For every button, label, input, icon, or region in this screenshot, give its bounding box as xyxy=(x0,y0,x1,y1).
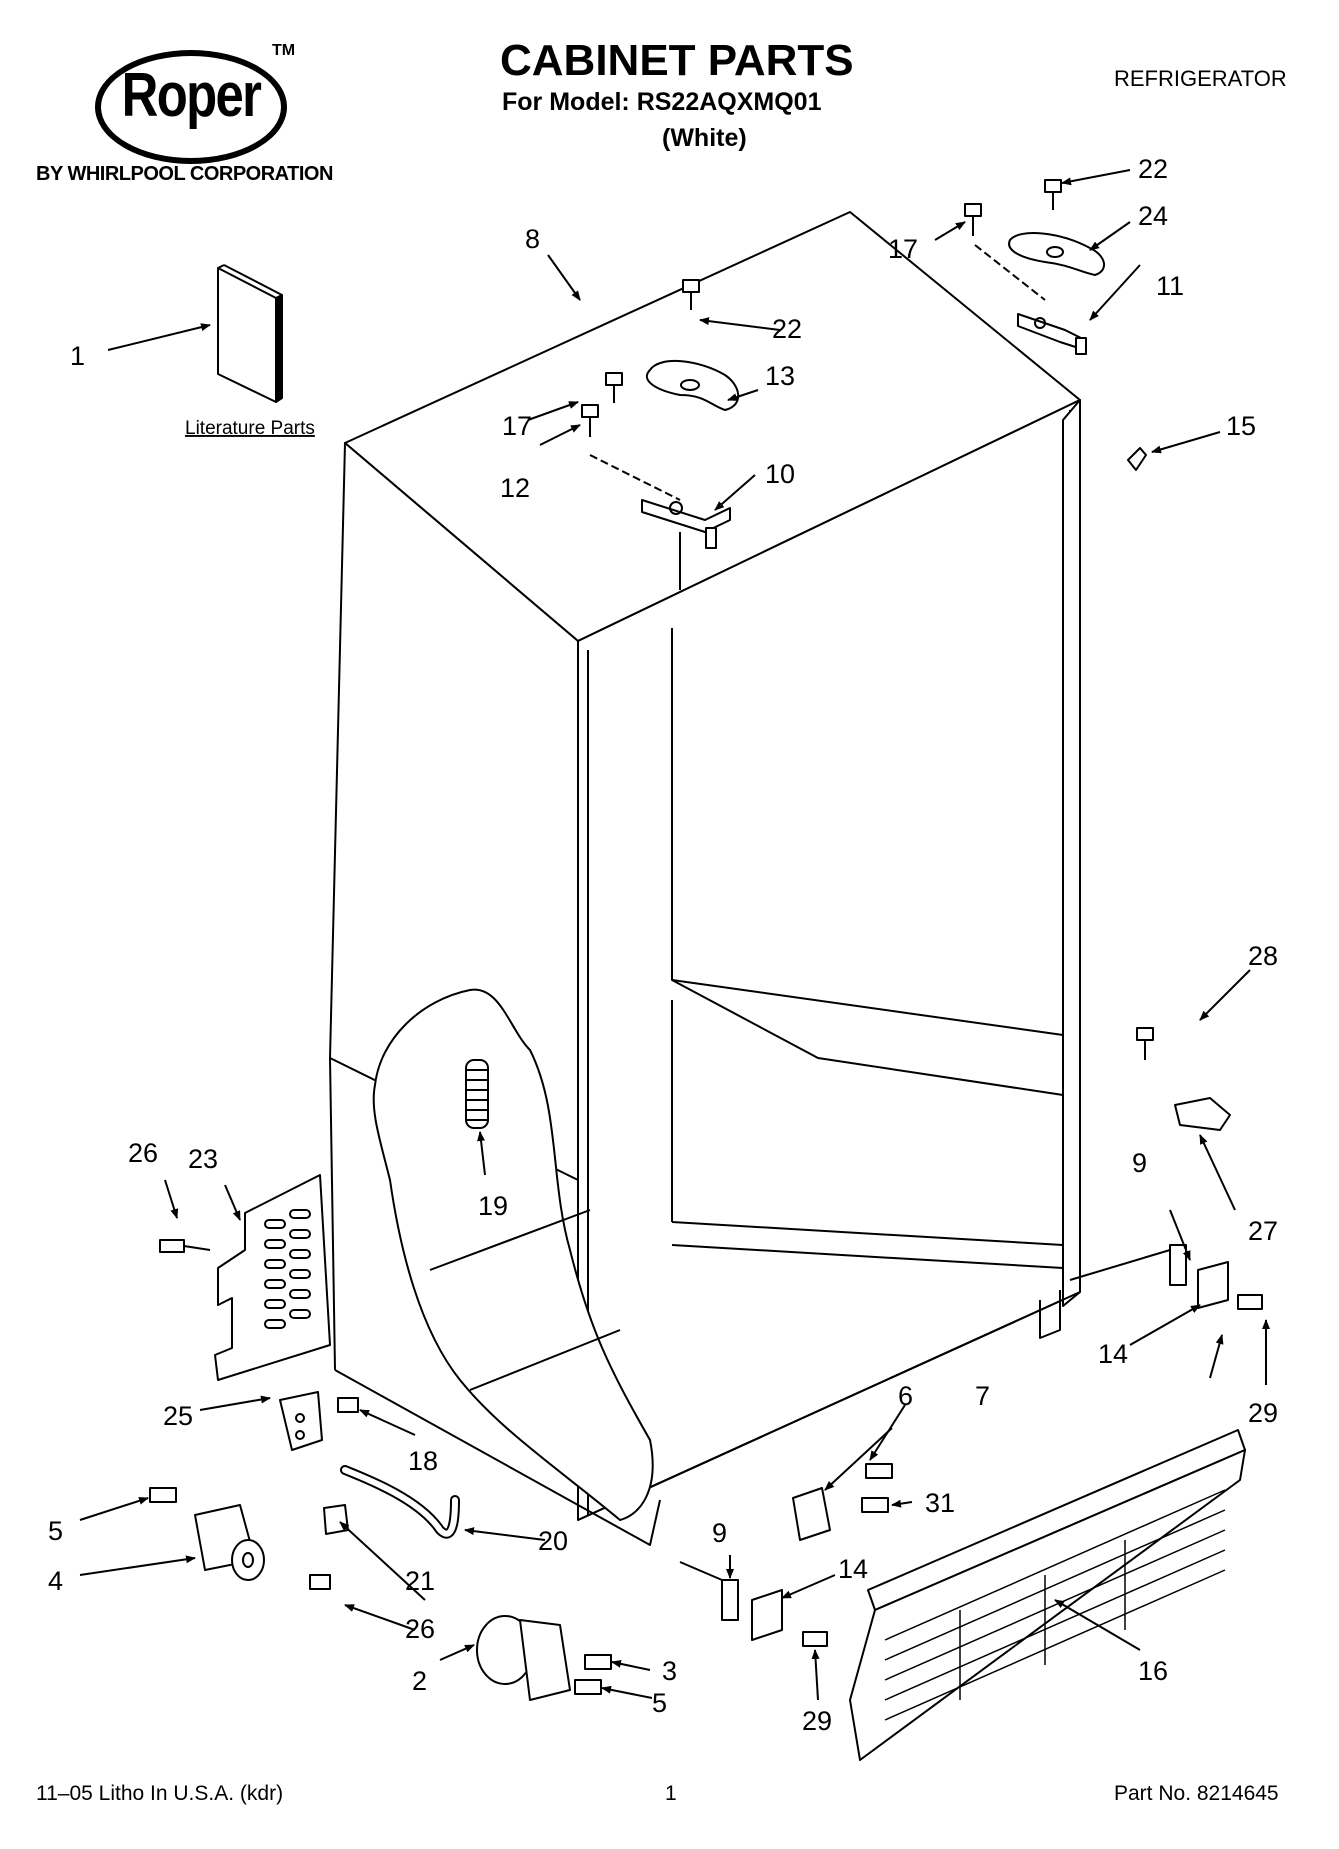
callout-14-right: 14 xyxy=(1098,1339,1128,1369)
callout-17-center: 17 xyxy=(502,411,532,441)
callout-3: 3 xyxy=(662,1656,677,1686)
callout-2: 2 xyxy=(412,1666,427,1696)
bottom-hinge-front xyxy=(476,1615,612,1701)
callout-20: 20 xyxy=(538,1526,568,1556)
callout-16: 16 xyxy=(1138,1656,1168,1686)
leader-lines xyxy=(79,169,1270,1701)
callout-7: 7 xyxy=(975,1381,990,1411)
toe-grille xyxy=(849,1429,1246,1761)
callout-9-bottom: 9 xyxy=(712,1518,727,1548)
callout-31: 31 xyxy=(925,1488,955,1518)
coil-spring xyxy=(465,1059,489,1129)
footer-page-number: 1 xyxy=(665,1782,677,1805)
callout-22-center: 22 xyxy=(772,314,802,344)
callout-4: 4 xyxy=(48,1566,63,1596)
front-bracket xyxy=(792,1463,893,1541)
callout-29-bottom: 29 xyxy=(802,1706,832,1736)
cabinet xyxy=(329,211,1081,1546)
callout-numbers: 1 8 22 13 17 12 10 22 24 17 11 15 28 27 … xyxy=(48,154,1278,1736)
callout-18: 18 xyxy=(408,1446,438,1476)
callout-28: 28 xyxy=(1248,941,1278,971)
footer-part-number: Part No. 8214645 xyxy=(1114,1782,1279,1805)
logo-text: Roper xyxy=(121,61,262,130)
callout-26-bottom: 26 xyxy=(405,1614,435,1644)
callout-29-right: 29 xyxy=(1248,1398,1278,1428)
brand-tagline: BY WHIRLPOOL CORPORATION xyxy=(36,163,333,185)
callout-25: 25 xyxy=(163,1401,193,1431)
hinge-pin-brackets xyxy=(679,1244,1263,1647)
callout-10: 10 xyxy=(765,459,795,489)
callout-23: 23 xyxy=(188,1144,218,1174)
callout-14-bottom: 14 xyxy=(838,1554,868,1584)
cutaway-insulation xyxy=(372,988,654,1521)
right-hinge-bracket xyxy=(1174,1097,1231,1131)
callout-6: 6 xyxy=(898,1381,913,1411)
callout-19: 19 xyxy=(478,1191,508,1221)
category-label: REFRIGERATOR xyxy=(1114,66,1287,91)
model-line: For Model: RS22AQXMQ01 xyxy=(502,88,822,116)
callout-5-bottom: 5 xyxy=(652,1688,667,1718)
trademark-mark: TM xyxy=(272,42,296,59)
callout-26-top: 26 xyxy=(128,1138,158,1168)
callout-22-right: 22 xyxy=(1138,154,1168,184)
door-stop xyxy=(1127,447,1147,471)
top-hinge-center xyxy=(589,359,740,590)
callout-8: 8 xyxy=(525,224,540,254)
logo-oval xyxy=(95,50,287,164)
top-hinge-right xyxy=(974,232,1105,355)
hinge-screws xyxy=(581,179,1154,1060)
callout-5-left: 5 xyxy=(48,1516,63,1546)
callout-9-right: 9 xyxy=(1132,1148,1147,1178)
color-line: (White) xyxy=(662,124,747,152)
literature-parts-label: Literature Parts xyxy=(185,418,315,439)
footer-litho: 11–05 Litho In U.S.A. (kdr) xyxy=(36,1782,284,1805)
callout-12: 12 xyxy=(500,473,530,503)
callout-17-right: 17 xyxy=(888,234,918,264)
callout-13: 13 xyxy=(765,361,795,391)
water-tube xyxy=(309,1465,460,1590)
roller-assembly xyxy=(149,1487,265,1581)
rear-bracket xyxy=(279,1391,359,1451)
literature-booklet xyxy=(217,264,283,403)
callout-24: 24 xyxy=(1138,201,1168,231)
callout-27: 27 xyxy=(1248,1216,1278,1246)
callout-21: 21 xyxy=(405,1566,435,1596)
callout-1: 1 xyxy=(70,341,85,371)
page-title: CABINET PARTS xyxy=(500,36,854,85)
callout-11: 11 xyxy=(1156,271,1184,301)
callout-15: 15 xyxy=(1226,411,1256,441)
rear-access-panel xyxy=(159,1174,331,1381)
